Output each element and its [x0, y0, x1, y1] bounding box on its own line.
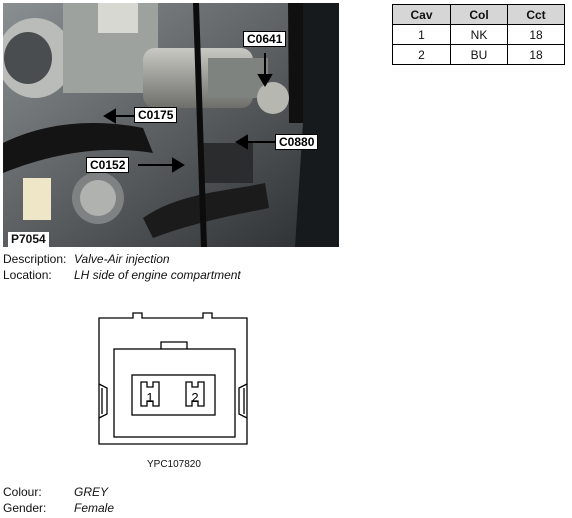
photo-id-label: P7054 — [8, 232, 49, 247]
gender-label: Gender: — [3, 501, 47, 515]
description-value: Valve-Air injection — [74, 252, 170, 266]
description-label: Description: — [3, 252, 67, 266]
table-row: 2 BU 18 — [392, 44, 565, 65]
pin-1-label: 1 — [146, 390, 153, 405]
callout-c0175: C0175 — [134, 107, 178, 123]
colour-value: GREY — [74, 485, 109, 499]
location-value: LH side of engine compartment — [74, 268, 241, 282]
connector-face-diagram: 1 2 — [98, 312, 248, 445]
gender-value: Female — [74, 501, 115, 515]
callout-c0880: C0880 — [275, 134, 319, 150]
cell-cct: 18 — [507, 24, 565, 45]
gender-line: Gender: Female — [3, 500, 114, 516]
pin-table: Cav Col Cct 1 NK 18 2 BU 18 — [392, 4, 565, 65]
description-line: Description: Valve-Air injection — [3, 251, 170, 267]
location-line: Location: LH side of engine compartment — [3, 267, 241, 283]
location-label: Location: — [3, 268, 52, 282]
connector-part-number: YPC107820 — [147, 459, 201, 470]
table-row: 1 NK 18 — [392, 24, 565, 45]
engine-photo: C0641 C0175 C0880 C0152 P7054 — [3, 3, 339, 247]
cell-cct: 18 — [507, 44, 565, 65]
callout-c0641: C0641 — [243, 31, 287, 47]
colour-label: Colour: — [3, 485, 42, 499]
callout-c0152: C0152 — [86, 157, 130, 173]
header-col: Col — [450, 4, 508, 25]
colour-line: Colour: GREY — [3, 484, 108, 500]
header-cct: Cct — [507, 4, 565, 25]
header-cav: Cav — [392, 4, 451, 25]
pin-1-terminal — [140, 381, 160, 407]
pin-2-terminal — [185, 381, 205, 407]
pin-2-label: 2 — [191, 390, 198, 405]
cell-cav: 2 — [392, 44, 451, 65]
engine-photo-illustration — [3, 3, 339, 247]
pin-table-header: Cav Col Cct — [392, 4, 565, 25]
cell-col: NK — [450, 24, 508, 45]
cell-col: BU — [450, 44, 508, 65]
cell-cav: 1 — [392, 24, 451, 45]
